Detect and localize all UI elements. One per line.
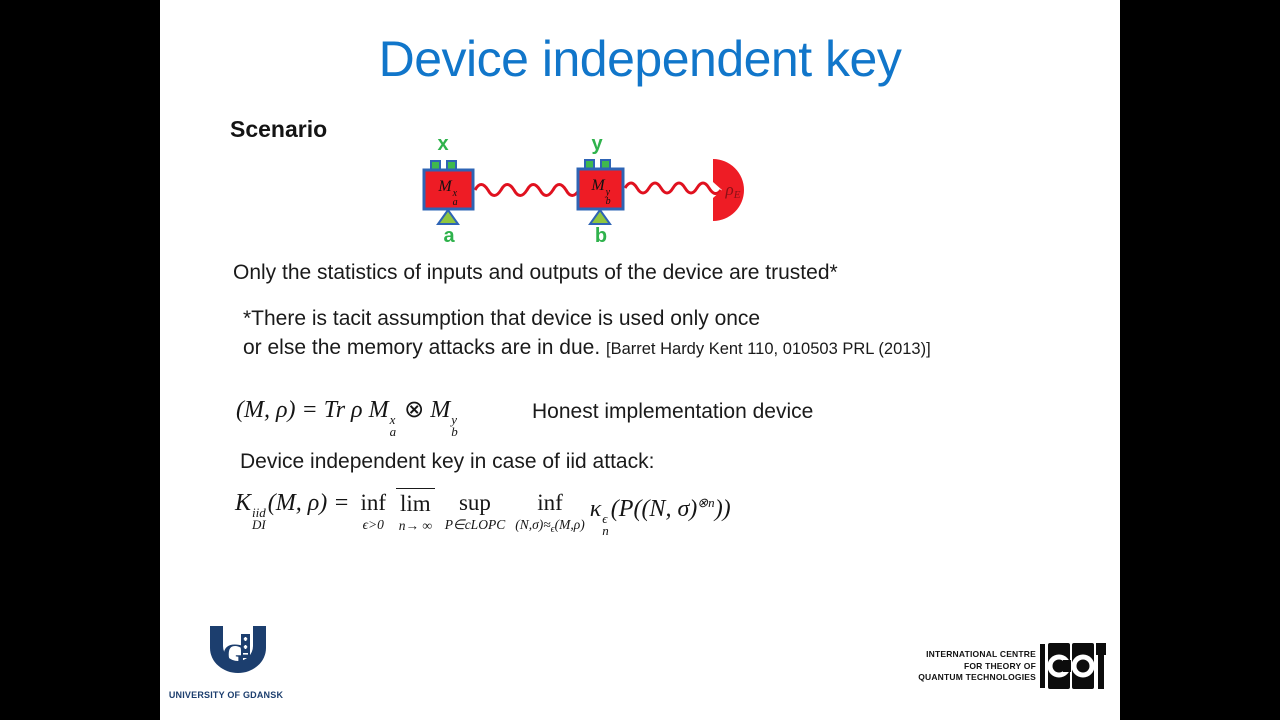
footnote-line1: *There is tacit assumption that device i… bbox=[243, 307, 761, 330]
limsup-n: lim n→ ∞ bbox=[396, 488, 435, 533]
output-label-b: b bbox=[594, 225, 608, 247]
ictqt-caption: INTERNATIONAL CENTRE FOR THEORY OF QUANT… bbox=[878, 649, 1036, 684]
inf-neighborhood: inf (N,σ)≈ϵ(M,ρ) bbox=[515, 490, 585, 535]
ictqt-mark-icon bbox=[1040, 643, 1106, 689]
trusted-statement: Only the statistics of inputs and output… bbox=[233, 261, 838, 284]
honest-label: Honest implementation device bbox=[532, 400, 814, 423]
device-b-box bbox=[576, 167, 625, 211]
wave-line-ab bbox=[473, 183, 581, 197]
wave-line-be bbox=[623, 181, 723, 195]
black-bar-right bbox=[1120, 0, 1280, 720]
slide-title: Device independent key bbox=[378, 31, 902, 87]
device-a-box bbox=[422, 168, 475, 211]
svg-text:G: G bbox=[222, 638, 245, 671]
eve-blob bbox=[713, 159, 744, 221]
slide: Device independent key Scenario bbox=[160, 0, 1120, 720]
ug-caption: UNIVERSITY OF GDANSK bbox=[168, 690, 284, 700]
eve-state-label: ρE bbox=[725, 180, 741, 201]
ictqt-caption-line3: QUANTUM TECHNOLOGIES bbox=[918, 672, 1036, 682]
diagram-graphics bbox=[422, 159, 744, 225]
iid-intro: Device independent key in case of iid at… bbox=[240, 450, 655, 473]
inf-epsilon: inf ϵ>0 bbox=[360, 490, 387, 532]
ictqt-logo: INTERNATIONAL CENTRE FOR THEORY OF QUANT… bbox=[878, 640, 1110, 696]
citation: [Barret Hardy Kent 110, 010503 PRL (2013… bbox=[606, 340, 931, 358]
black-bar-left bbox=[0, 0, 160, 720]
input-label-y: y bbox=[591, 133, 603, 155]
ug-emblem-icon: G bbox=[210, 626, 266, 673]
input-label-x: x bbox=[437, 133, 449, 155]
ug-logo: G UNIVERSITY OF GDANSK bbox=[168, 626, 284, 706]
scenario-label: Scenario bbox=[230, 116, 328, 142]
footnote-line2-text: or else the memory attacks are in due. bbox=[243, 336, 606, 359]
triangle-icon bbox=[436, 208, 460, 225]
footnote-line2: or else the memory attacks are in due. [… bbox=[243, 336, 931, 360]
output-label-a: a bbox=[443, 225, 455, 247]
sup-protocols: sup P∈cLOPC bbox=[444, 490, 506, 532]
ictqt-caption-line1: INTERNATIONAL CENTRE bbox=[926, 649, 1036, 659]
triangle-icon bbox=[588, 208, 612, 225]
ictqt-caption-line2: FOR THEORY OF bbox=[963, 660, 1036, 671]
